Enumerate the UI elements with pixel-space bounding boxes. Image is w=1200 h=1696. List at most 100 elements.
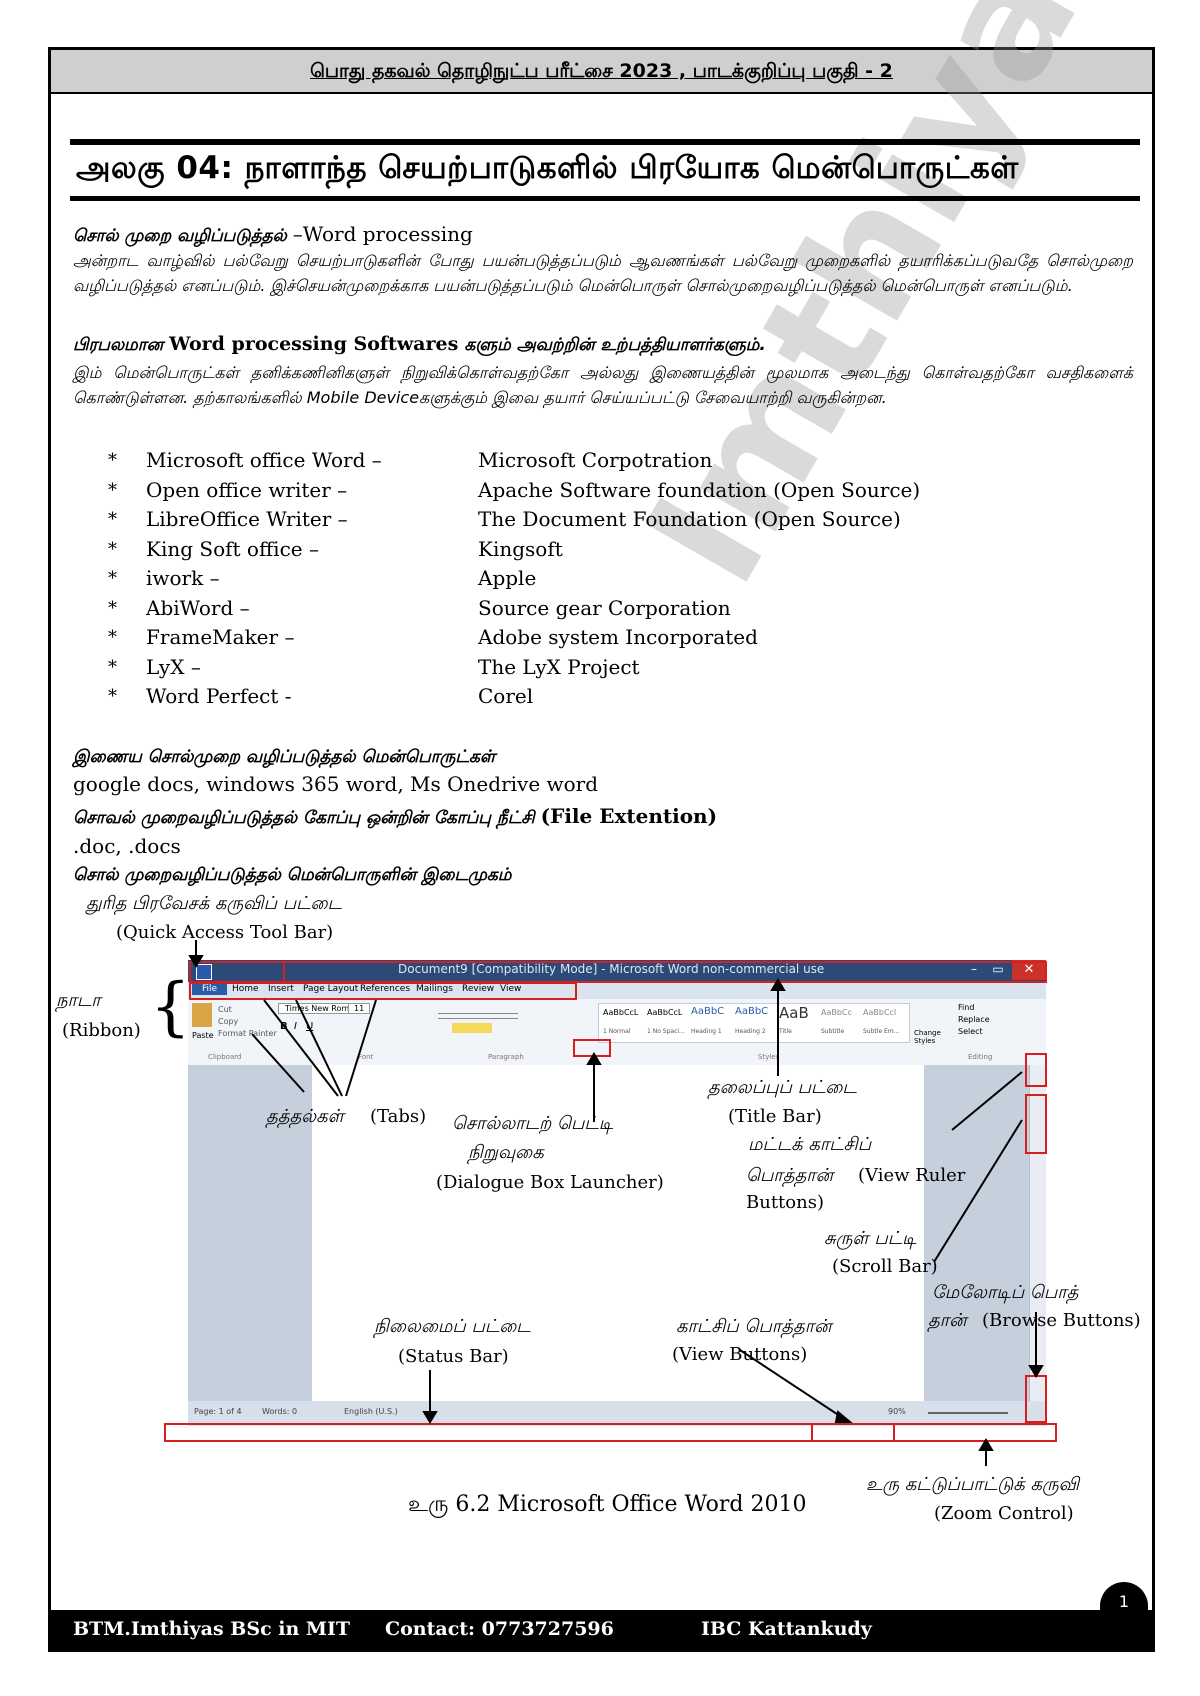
label-title-en: (Title Bar) (728, 1106, 822, 1127)
label-status-en: (Status Bar) (398, 1346, 509, 1367)
ribbon-brace: { (150, 970, 191, 1044)
tab-references[interactable]: References (360, 984, 411, 994)
label-ruler-ta2: பொத்தான் (746, 1165, 834, 1186)
product: King Soft office – (146, 536, 319, 561)
zoom-level[interactable]: 90% (888, 1407, 906, 1416)
italic-button[interactable]: I (294, 1021, 297, 1032)
copy-button[interactable]: Copy (218, 1017, 239, 1026)
arrow-scroll (933, 1119, 1023, 1263)
company: Kingsoft (478, 536, 563, 561)
label-qat-ta: துரித பிரவேசக் கருவிப் பட்டை (86, 893, 342, 914)
tabs-highlight (189, 982, 577, 1000)
company: Corel (478, 684, 534, 708)
paste-icon[interactable] (192, 1003, 212, 1027)
tab-insert[interactable]: Insert (268, 984, 294, 994)
select-button[interactable]: Select (958, 1027, 983, 1036)
footer-place: IBC Kattankudy (701, 1618, 872, 1640)
scroll-bar-highlight (1025, 1094, 1047, 1154)
heading-part-b: களும் அவற்றின் உற்பத்தியாளர்களும். (464, 335, 766, 355)
section-extension-heading: சொவல் முறைவழிப்படுத்தல் கோப்பு ஒன்றின் க… (73, 804, 718, 828)
label-tabs-en: (Tabs) (370, 1106, 427, 1127)
arrowhead-zoom (978, 1438, 994, 1451)
tab-view[interactable]: View (500, 984, 522, 994)
zoom-slider[interactable] (928, 1412, 1008, 1414)
section-popular-software-heading: பிரபலமான Word processing Softwares களும்… (73, 333, 766, 357)
arrow-tab-1 (263, 999, 339, 1097)
label-view-ta: காட்சிப் பொத்தான் (676, 1316, 832, 1337)
company: The LyX Project (478, 654, 640, 679)
heading-en: –Word processing (292, 222, 473, 246)
label-zoom-en: (Zoom Control) (934, 1503, 1074, 1524)
view-buttons-highlight (811, 1423, 895, 1442)
unit-title: அலகு 04: நாளாந்த செயற்பாடுகளில் பிரயோக ம… (76, 150, 1019, 186)
figure-caption: உரு 6.2 Microsoft Office Word 2010 (408, 1492, 807, 1517)
maximize-icon[interactable]: ▭ (992, 962, 1004, 976)
page-border (48, 47, 1155, 1652)
company: The Document Foundation (Open Source) (478, 507, 901, 531)
label-ruler-en2: Buttons) (746, 1192, 824, 1213)
label-ruler-en1: (View Ruler (858, 1165, 966, 1186)
section-online-text: google docs, windows 365 word, Ms Onedri… (73, 772, 599, 796)
replace-button[interactable]: Replace (958, 1015, 990, 1024)
label-status-ta: நிலைமைப் பட்டை (374, 1316, 531, 1337)
label-browse-en: (Browse Buttons) (982, 1310, 1141, 1331)
label-browse-ta2: தான் (928, 1310, 967, 1331)
product: Microsoft office Word – (146, 448, 382, 472)
arrowhead-title (770, 978, 786, 991)
dialog-launcher-highlight (573, 1039, 611, 1057)
align-left-icon[interactable] (452, 1023, 492, 1033)
arrow-ruler (951, 1071, 1023, 1131)
minimize-icon[interactable]: – (971, 962, 977, 976)
tab-page-layout[interactable]: Page Layout (303, 984, 359, 994)
section-extension-text: .doc, .docs (73, 834, 181, 858)
label-ruler-ta1: மட்டக் காட்சிப் (748, 1134, 872, 1155)
window-title: Document9 [Compatibility Mode] - Microso… (398, 962, 825, 976)
footer-contact: Contact: 0773727596 (385, 1618, 614, 1640)
document-page[interactable] (312, 1065, 924, 1401)
vertical-scrollbar[interactable] (1029, 1065, 1046, 1401)
label-qat-en: (Quick Access Tool Bar) (116, 922, 334, 943)
arrow-view (739, 1349, 847, 1421)
qat-highlight (189, 961, 285, 983)
label-dialog-ta1: சொல்லாடற் பெட்டி (452, 1113, 614, 1134)
styles-gallery[interactable]: AaBbCcL AaBbCcL AaBbC AaBbC AaB AaBbCc A… (598, 1003, 910, 1043)
section-online-heading: இணைய சொல்முறை வழிப்படுத்தல் மென்பொருட்கள… (73, 747, 496, 767)
browse-buttons-highlight (1025, 1375, 1047, 1423)
arrowhead-qat (188, 955, 204, 968)
label-ribbon-ta: நாடா (56, 990, 101, 1011)
format-painter-button[interactable]: Format Painter (218, 1029, 277, 1038)
change-styles-button[interactable]: Change Styles (914, 1029, 941, 1045)
heading-ta: சொல் முறை வழிப்படுத்தல் (73, 226, 287, 246)
product: iwork – (146, 566, 220, 590)
ribbon: Paste Cut Copy Format Painter Times New … (188, 999, 1046, 1066)
close-icon[interactable]: ✕ (1012, 960, 1046, 980)
label-zoom-ta: உரு கட்டுப்பாட்டுக் கருவி (866, 1474, 1080, 1495)
tab-mailings[interactable]: Mailings (416, 984, 453, 994)
find-button[interactable]: Find (958, 1003, 975, 1012)
label-ribbon-en: (Ribbon) (62, 1020, 141, 1041)
section-word-processing-text: அன்றாட வாழ்வில் பல்வேறு செயற்பாடுகளின் ப… (73, 251, 1134, 295)
product: Open office writer – (146, 477, 348, 502)
status-bar-highlight (164, 1423, 1057, 1442)
title-rule-top (70, 139, 1140, 145)
label-dialog-en: (Dialogue Box Launcher) (436, 1172, 664, 1193)
title-bar: Document9 [Compatibility Mode] - Microso… (188, 960, 1046, 982)
font-size-select[interactable]: 11 (348, 1003, 371, 1014)
label-browse-ta1: மேலோடிப் பொத் (932, 1282, 1079, 1303)
tab-file[interactable]: File (192, 983, 228, 995)
label-tabs-ta: தத்தல்கள் (266, 1106, 344, 1127)
arrowhead-dialog (586, 1052, 602, 1065)
label-scroll-en: (Scroll Bar) (832, 1256, 938, 1277)
cut-button[interactable]: Cut (218, 1005, 232, 1014)
arrow-tab-2 (295, 999, 343, 1097)
page-header: பொது தகவல் தொழிநுட்ப பரீட்சை 2023 , பாடக… (51, 50, 1152, 94)
tab-strip: File Home Insert Page Layout References … (188, 982, 1046, 999)
tab-home[interactable]: Home (232, 984, 259, 994)
section-word-processing-heading: சொல் முறை வழிப்படுத்தல் –Word processing (73, 222, 473, 248)
product: FrameMaker – (146, 625, 295, 649)
heading-en: Word processing Softwares (169, 333, 459, 355)
company: Adobe system Incorporated (478, 625, 758, 649)
label-title-ta: தலைப்புப் பட்டை (708, 1077, 857, 1098)
tab-review[interactable]: Review (462, 984, 495, 994)
